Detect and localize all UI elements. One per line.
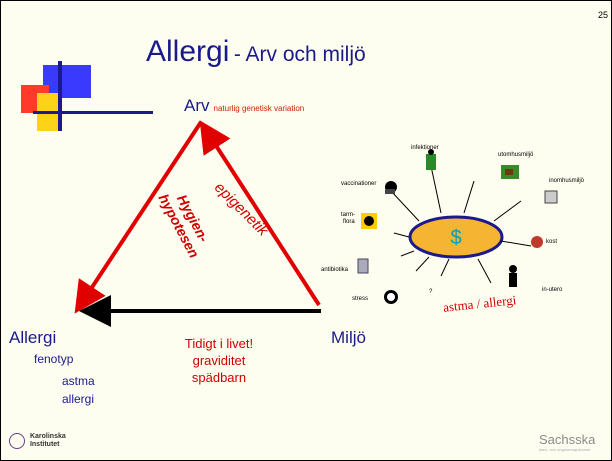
- dna-icon: $: [450, 227, 461, 249]
- karolinska-logo: Karolinska Institutet: [9, 433, 66, 449]
- antibiotics-icon: [357, 258, 369, 274]
- central-ellipse: [408, 215, 504, 259]
- logo-line2: Institutet: [29, 441, 60, 448]
- infection-icon: [426, 149, 436, 170]
- factor-stress: stress: [352, 296, 369, 302]
- tidigt-line2: graviditet: [192, 353, 246, 368]
- arv-label: Arv: [184, 96, 210, 115]
- sachsska-sub: barn- och ungdomssjukhuset: [539, 447, 591, 452]
- miljo-node: Miljö: [331, 328, 366, 347]
- factor-question: ?: [429, 289, 433, 295]
- outdoor-icon: [501, 165, 519, 179]
- page-title: Allergi - Arv och miljö: [146, 35, 366, 69]
- tidigt-line3: spädbarn: [191, 370, 247, 385]
- factor-tarmflora-1: tarm-: [341, 212, 355, 218]
- gut-flora-icon: [361, 213, 377, 229]
- tidigt-line1: Tidigt i livet!: [184, 336, 254, 351]
- factor-antibiotika: antibiotika: [321, 267, 349, 273]
- factor-in-utero: in-utero: [542, 287, 563, 293]
- allergi-item-fenotyp: fenotyp: [34, 352, 74, 366]
- page-number: 25: [597, 10, 608, 20]
- karolinska-seal-icon: [9, 433, 25, 449]
- arrow-miljo-to-arv: [199, 120, 321, 307]
- title-main: Allergi: [146, 35, 230, 68]
- factor-infektioner: infektioner: [411, 145, 439, 151]
- factor-vaccinationer: vaccinationer: [341, 181, 377, 187]
- factor-kost: kost: [546, 239, 558, 245]
- arv-note: naturlig genetisk variation: [213, 104, 305, 113]
- title-sub: - Arv och miljö: [233, 43, 366, 66]
- logo-line1: Karolinska: [29, 433, 66, 440]
- allergi-item-astma: astma: [62, 374, 95, 388]
- factor-inomhusmiljo: inomhusmiljö: [549, 178, 585, 184]
- factor-utomhusmiljo: utomhusmiljö: [498, 152, 534, 158]
- sachsska-brand: Sachsska: [539, 432, 596, 447]
- tidigt-block: Tidigt i livet! graviditet spädbarn: [169, 335, 269, 386]
- allergi-item-allergi: allergi: [62, 392, 95, 406]
- indoor-icon: [544, 190, 558, 204]
- factor-tarmflora-2: flora: [343, 219, 355, 225]
- food-icon: [531, 236, 543, 248]
- allergi-node: Allergi: [9, 328, 57, 347]
- in-utero-icon: [509, 265, 517, 287]
- vaccination-icon: [385, 181, 397, 194]
- stress-icon: [384, 290, 398, 304]
- arrow-arv-to-allergi: [74, 120, 203, 314]
